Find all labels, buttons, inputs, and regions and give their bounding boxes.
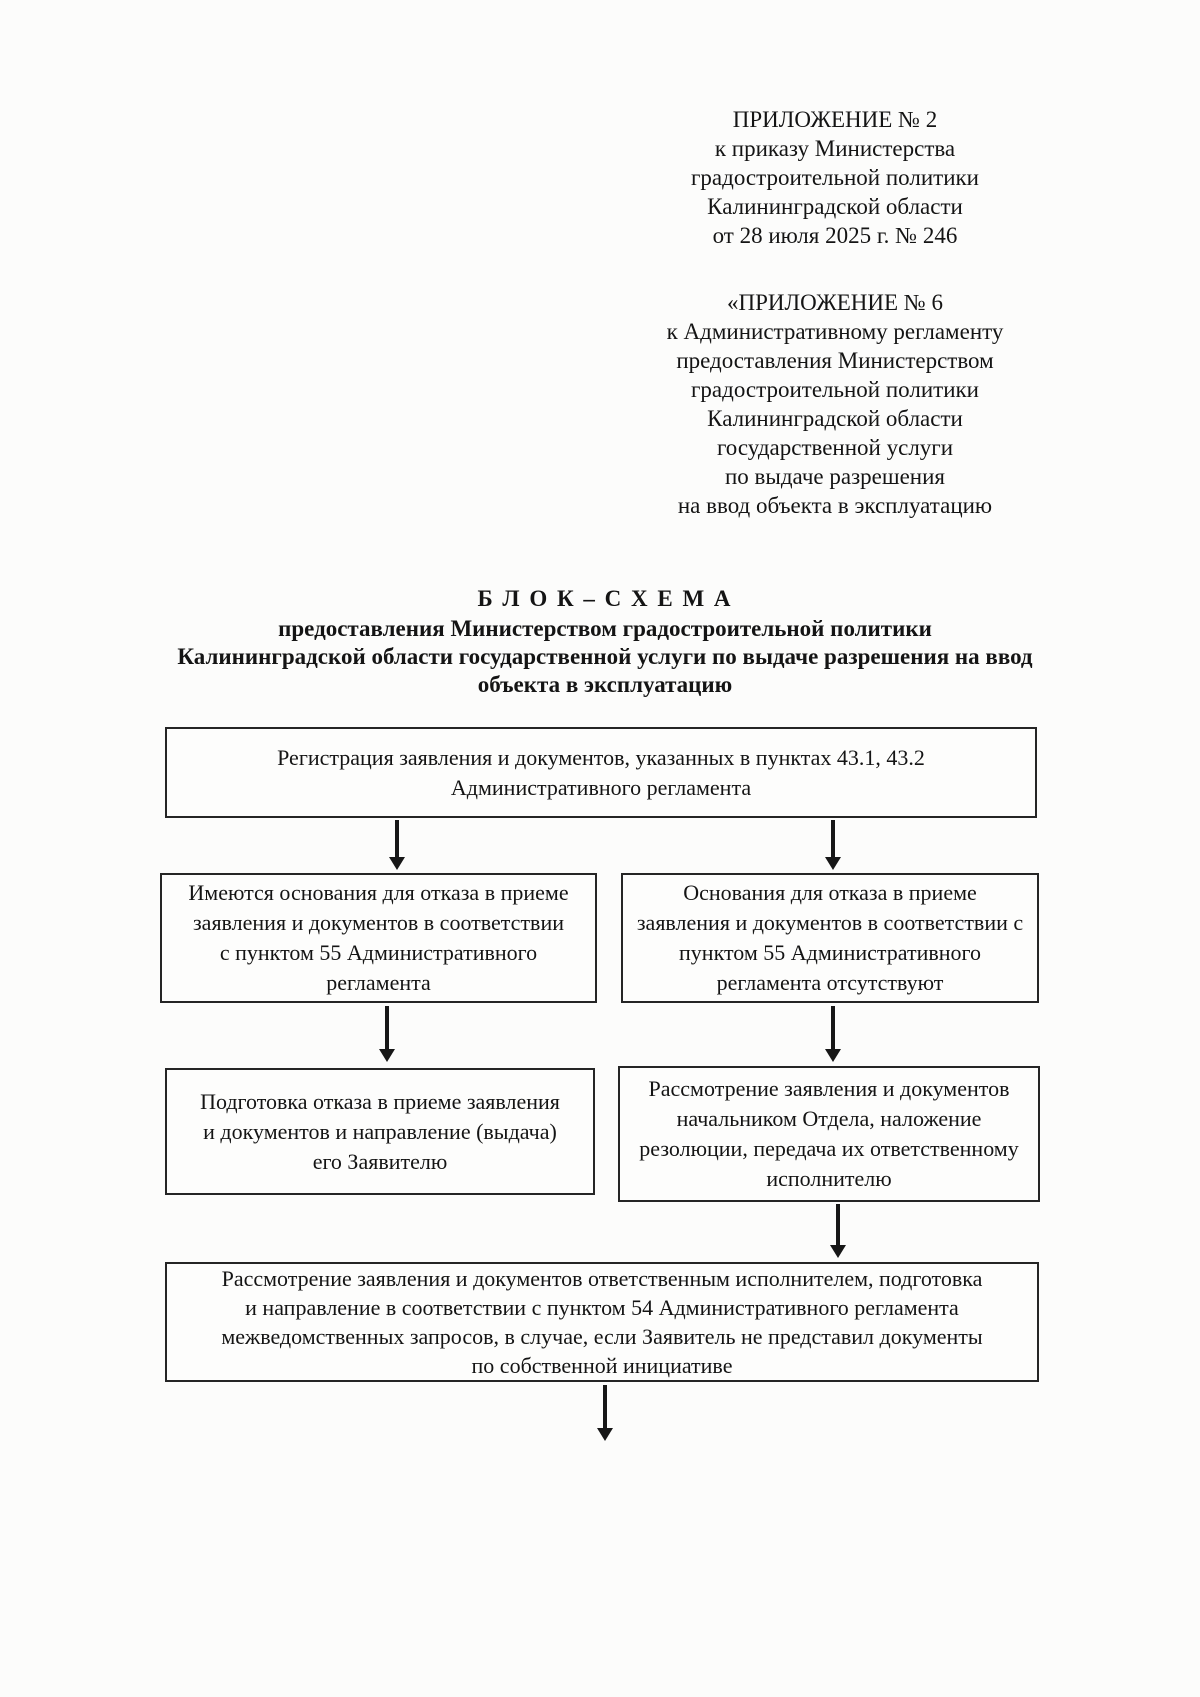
flow-box-line: его Заявителю (312, 1148, 448, 1174)
page-title: Б Л О К – С Х Е М А предоставления Минис… (100, 585, 1110, 699)
title-line: Б Л О К – С Х Е М А (477, 586, 733, 611)
flow-box-line: Рассмотрение заявления и документов (648, 1076, 1010, 1101)
arrow-down (596, 1385, 614, 1441)
flow-box-refusal-grounds: Имеются основания для отказа в приеме за… (160, 873, 597, 1003)
appendix2-line: предоставления Министерством (676, 348, 994, 373)
flow-box-review-head: Рассмотрение заявления и документов нача… (618, 1066, 1040, 1202)
flow-box-line: Основания для отказа в приеме (683, 880, 977, 905)
flow-box-line: заявления и документов в соответствии (192, 910, 564, 935)
appendix-header-2: «ПРИЛОЖЕНИЕ № 6 к Административному регл… (640, 288, 1030, 520)
arrowhead-icon (825, 1049, 841, 1062)
flow-box-line: регламента (326, 970, 431, 995)
appendix2-line: государственной услуги (716, 435, 954, 460)
arrowhead-icon (830, 1245, 846, 1258)
flow-box-line: Подготовка отказа в приеме заявления (200, 1088, 560, 1114)
flow-box-no-refusal-grounds: Основания для отказа в приеме заявления … (621, 873, 1039, 1003)
arrow-down (824, 1006, 842, 1062)
flow-box-line: начальником Отдела, наложение (676, 1106, 982, 1131)
title-line: объекта в эксплуатацию (477, 672, 733, 697)
flow-box-review-executor: Рассмотрение заявления и документов отве… (165, 1262, 1039, 1382)
arrowhead-icon (379, 1049, 395, 1062)
flow-box-line: Регистрация заявления и документов, указ… (277, 744, 925, 770)
flow-box-registration: Регистрация заявления и документов, указ… (165, 727, 1037, 818)
appendix1-line: градостроительной политики (691, 165, 979, 190)
arrow-shaft (603, 1385, 607, 1428)
arrow-down (829, 1204, 847, 1258)
flow-box-line: регламента отсутствуют (716, 970, 944, 995)
arrowhead-icon (597, 1428, 613, 1441)
arrow-shaft (395, 820, 399, 857)
appendix1-line: Калининградской области (707, 194, 963, 219)
title-line: Калининградской области государственной … (177, 644, 1033, 669)
appendix2-line: к Административному регламенту (666, 319, 1004, 344)
title-line: предоставления Министерством градостроит… (278, 616, 932, 641)
flow-box-line: Административного регламента (450, 774, 752, 800)
flow-box-line: Рассмотрение заявления и документов отве… (221, 1266, 983, 1291)
flow-box-line: заявления и документов в соответствии с (636, 910, 1024, 935)
flow-box-line: и направление в соответствии с пунктом 5… (245, 1295, 959, 1320)
flow-box-prepare-refusal: Подготовка отказа в приеме заявления и д… (165, 1068, 595, 1195)
arrow-shaft (831, 820, 835, 857)
arrowhead-icon (389, 857, 405, 870)
flow-box-line: с пунктом 55 Административного (219, 940, 538, 965)
appendix2-line: «ПРИЛОЖЕНИЕ № 6 (726, 290, 944, 315)
flow-box-line: по собственной инициативе (471, 1353, 733, 1378)
arrow-down (388, 820, 406, 870)
arrow-down (378, 1006, 396, 1062)
flow-box-line: пунктом 55 Административного (679, 940, 981, 965)
appendix1-line: к приказу Министерства (714, 136, 956, 161)
appendix2-line: по выдаче разрешения (724, 464, 945, 489)
arrow-shaft (385, 1006, 389, 1049)
flow-box-line: межведомственных запросов, в случае, есл… (221, 1324, 983, 1349)
flow-box-line: Имеются основания для отказа в приеме (188, 880, 569, 905)
appendix1-line: от 28 июля 2025 г. № 246 (712, 223, 958, 248)
appendix2-line: на ввод объекта в эксплуатацию (677, 493, 993, 518)
arrowhead-icon (825, 857, 841, 870)
flow-box-line: и документов и направление (выдача) (203, 1118, 557, 1144)
flow-box-line: резолюции, передача их ответственному (639, 1136, 1019, 1161)
arrow-shaft (831, 1006, 835, 1049)
appendix1-line: ПРИЛОЖЕНИЕ № 2 (732, 107, 938, 132)
arrow-down (824, 820, 842, 870)
flow-box-line: исполнителю (766, 1166, 892, 1191)
appendix-header-1: ПРИЛОЖЕНИЕ № 2 к приказу Министерства гр… (640, 105, 1030, 250)
appendix2-line: Калининградской области (707, 406, 963, 431)
appendix2-line: градостроительной политики (691, 377, 979, 402)
arrow-shaft (836, 1204, 840, 1245)
